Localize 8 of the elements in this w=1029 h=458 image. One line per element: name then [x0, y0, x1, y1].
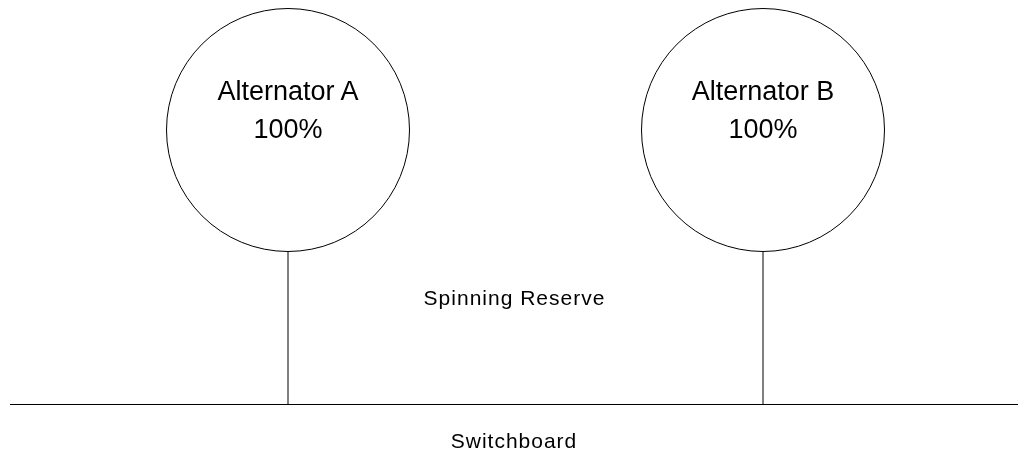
node-label: Alternator B	[691, 75, 835, 108]
connector-line	[762, 251, 764, 405]
connector-line	[287, 251, 289, 405]
annotation-text: Spinning Reserve	[422, 285, 607, 311]
node-label: Alternator A	[217, 75, 359, 108]
busbar-label: Switchboard	[450, 428, 578, 454]
node-label: 100%	[728, 113, 798, 146]
node-label: 100%	[253, 113, 323, 146]
